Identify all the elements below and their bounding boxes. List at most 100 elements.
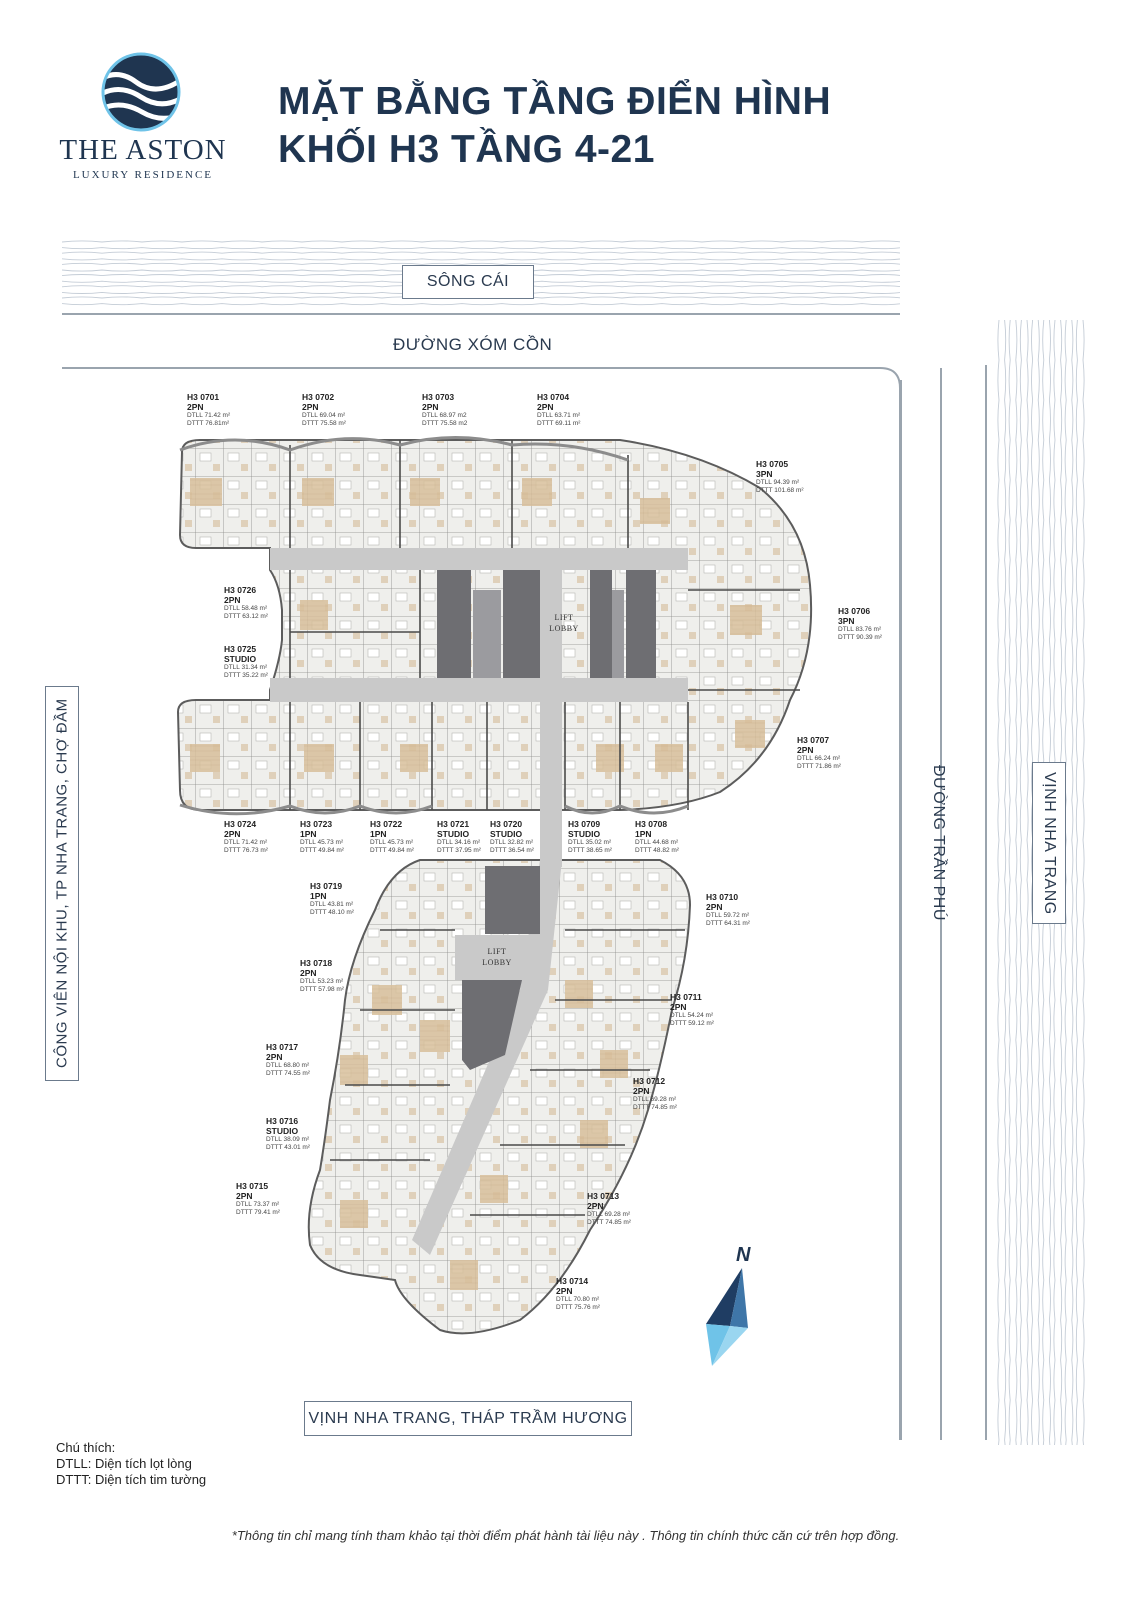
unit-label: H3 0719 1PN DTLL 43.81 m² DTTT 48.10 m² (310, 881, 354, 917)
water-wave-line (1019, 320, 1022, 1445)
water-wave-line (1031, 320, 1034, 1445)
unit-label: H3 0721 STUDIO DTLL 34.16 m² DTTT 37.95 … (437, 819, 481, 855)
unit-label: H3 0715 2PN DTLL 73.37 m² DTTT 79.41 m² (236, 1181, 280, 1217)
unit-dttt: DTTT 76.73 m² (224, 847, 268, 854)
unit-dttt: DTTT 74.55 m² (266, 1070, 310, 1077)
legend-title: Chú thích: (56, 1440, 116, 1455)
unit-dtll: DTLL 66.24 m² (797, 755, 841, 762)
unit-type: 2PN (797, 744, 814, 755)
unit-type: 1PN (300, 828, 317, 839)
unit-label: H3 0708 1PN DTLL 44.68 m² DTTT 48.82 m² (635, 819, 679, 855)
unit-dttt: DTTT 101.68 m² (756, 487, 804, 494)
upper-block (176, 439, 813, 811)
unit-type: 2PN (422, 401, 439, 412)
unit-dttt: DTTT 43.01 m² (266, 1144, 310, 1151)
unit-dttt: DTTT 36.54 m² (490, 847, 534, 854)
water-wave-line (62, 247, 900, 250)
unit-type: 3PN (838, 615, 855, 626)
unit-code: H3 0721 (437, 819, 470, 829)
unit-type: 2PN (670, 1001, 687, 1012)
upper-lift-lobby-label: LIFT LOBBY (544, 612, 584, 634)
unit-code: H3 0705 (756, 459, 789, 469)
unit-label: H3 0716 STUDIO DTLL 38.09 m² DTTT 43.01 … (266, 1116, 310, 1152)
water-wave-line (62, 262, 900, 265)
unit-code: H3 0718 (300, 958, 333, 968)
unit-type: 1PN (370, 828, 387, 839)
unit-dtll: DTLL 70.80 m² (556, 1296, 600, 1303)
legend-dtll: DTLL: Diện tích lọt lòng (56, 1456, 192, 1471)
unit-dttt: DTTT 63.12 m² (224, 613, 268, 620)
unit-type: 2PN (302, 401, 319, 412)
unit-dtll: DTLL 59.72 m² (706, 912, 750, 919)
water-wave-line (62, 303, 900, 306)
compass-icon (706, 1268, 748, 1366)
unit-label: H3 0726 2PN DTLL 58.48 m² DTTT 63.12 m² (224, 585, 268, 621)
unit-dtll: DTLL 31.34 m² (224, 664, 268, 671)
water-wave-line (1026, 320, 1029, 1445)
unit-dtll: DTLL 94.39 m² (756, 479, 800, 486)
west-area-label: CÔNG VIÊN NỘI KHU, TP NHA TRANG, CHỢ ĐẦM (45, 686, 79, 1081)
lower-lift-lobby-label: LIFT LOBBY (477, 946, 517, 968)
unit-type: 2PN (706, 901, 723, 912)
north-water-label: SÔNG CÁI (402, 265, 534, 299)
brand-name: THE ASTON (59, 134, 227, 166)
unit-dtll: DTLL 69.04 m² (302, 412, 346, 419)
unit-code: H3 0704 (537, 392, 570, 402)
water-wave-line (1008, 320, 1011, 1445)
unit-type: STUDIO (266, 1125, 299, 1136)
unit-type: 2PN (587, 1200, 604, 1211)
unit-code: H3 0716 (266, 1116, 299, 1126)
water-wave-line (997, 320, 1000, 1445)
lobby-label-line: LOBBY (549, 624, 579, 633)
unit-label: H3 0718 2PN DTLL 53.23 m² DTTT 57.98 m² (300, 958, 344, 994)
unit-code: H3 0711 (670, 992, 702, 1002)
unit-dttt: DTTT 38.65 m² (568, 847, 612, 854)
unit-type: STUDIO (490, 828, 523, 839)
east-road-label: ĐƯỜNG TRẦN PHÚ (930, 765, 947, 921)
north-road-label: ĐƯỜNG XÓM CỒN (393, 335, 553, 354)
unit-dttt: DTTT 49.84 m² (370, 847, 414, 854)
unit-label: H3 0703 2PN DTLL 68.97 m2 DTTT 75.58 m2 (422, 392, 468, 428)
unit-dtll: DTLL 68.80 m² (266, 1062, 310, 1069)
unit-label: H3 0709 STUDIO DTLL 35.02 m² DTTT 38.65 … (568, 819, 612, 855)
unit-dttt: DTTT 59.12 m² (670, 1020, 714, 1027)
unit-code: H3 0712 (633, 1076, 666, 1086)
unit-dtll: DTLL 45.73 m² (370, 839, 414, 846)
wave-logo-icon (101, 52, 181, 132)
unit-dttt: DTTT 49.84 m² (300, 847, 344, 854)
unit-type: 3PN (756, 468, 773, 479)
unit-code: H3 0724 (224, 819, 257, 829)
unit-dtll: DTLL 69.28 m² (587, 1211, 631, 1218)
water-wave-line (1075, 320, 1078, 1445)
legend-dttt: DTTT: Diện tích tim tường (56, 1472, 207, 1487)
legend: Chú thích: DTLL: Diện tích lọt lòng DTTT… (56, 1440, 206, 1488)
unit-dtll: DTLL 71.42 m² (187, 412, 231, 419)
unit-code: H3 0701 (187, 392, 220, 402)
unit-code: H3 0715 (236, 1181, 269, 1191)
unit-code: H3 0710 (706, 892, 739, 902)
unit-dtll: DTLL 83.76 m² (838, 626, 882, 633)
unit-label: H3 0717 2PN DTLL 68.80 m² DTTT 74.55 m² (266, 1042, 310, 1078)
water-wave-line (62, 258, 900, 261)
title-line-2: KHỐI H3 TẦNG 4-21 (278, 128, 655, 171)
unit-dttt: DTTT 48.82 m² (635, 847, 679, 854)
unit-dtll: DTLL 58.48 m² (224, 605, 268, 612)
unit-label: H3 0702 2PN DTLL 69.04 m² DTTT 75.58 m² (302, 392, 346, 428)
unit-code: H3 0707 (797, 735, 830, 745)
unit-type: STUDIO (224, 653, 257, 664)
unit-dttt: DTTT 75.58 m2 (422, 420, 468, 427)
road-edge (940, 368, 942, 1440)
unit-label: H3 0711 2PN DTLL 54.24 m² DTTT 59.12 m² (670, 992, 714, 1028)
page-title: MẶT BẰNG TẦNG ĐIỂN HÌNH KHỐI H3 TẦNG 4-2… (278, 78, 831, 174)
unit-label: H3 0725 STUDIO DTLL 31.34 m² DTTT 35.22 … (224, 644, 268, 680)
unit-type: 2PN (224, 594, 241, 605)
unit-dtll: DTLL 45.73 m² (300, 839, 344, 846)
unit-dtll: DTLL 71.42 m² (224, 839, 268, 846)
unit-label: H3 0704 2PN DTLL 63.71 m² DTTT 69.11 m² (537, 392, 580, 428)
unit-label: H3 0707 2PN DTLL 66.24 m² DTTT 71.86 m² (797, 735, 841, 771)
unit-dttt: DTTT 90.39 m² (838, 634, 882, 641)
unit-type: 1PN (310, 890, 327, 901)
unit-dttt: DTTT 37.95 m² (437, 847, 481, 854)
unit-code: H3 0726 (224, 585, 257, 595)
unit-code: H3 0720 (490, 819, 523, 829)
